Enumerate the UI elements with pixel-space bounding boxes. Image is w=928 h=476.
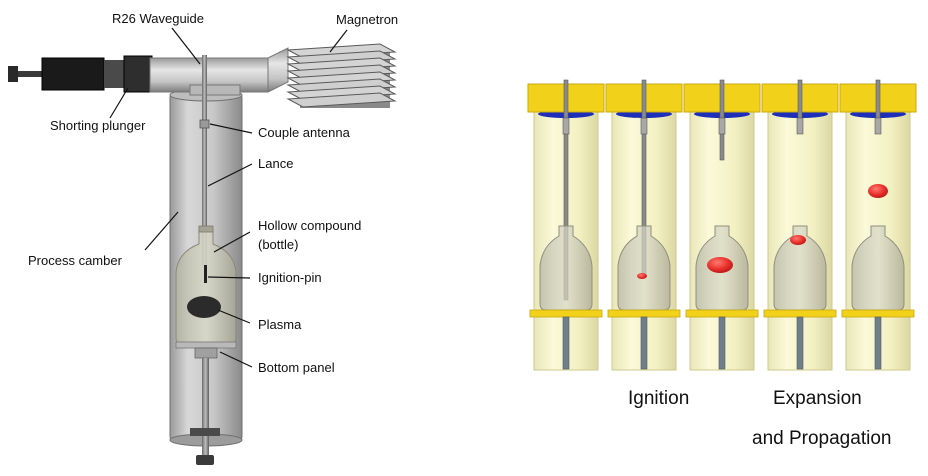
frame-bottom-rod <box>796 316 804 370</box>
frame-antenna <box>796 117 804 135</box>
apparatus-diagram: R26 Waveguide Magnetron Shorting plunger… <box>8 11 398 465</box>
magnetron <box>286 43 397 108</box>
frame-antenna <box>718 117 726 135</box>
frame-plasma <box>868 184 888 198</box>
frame-bottom-panel <box>529 309 603 318</box>
label-bottom-panel: Bottom panel <box>258 360 335 375</box>
frame-plasma <box>637 273 647 279</box>
waveguide <box>149 47 289 96</box>
frame-antenna <box>640 117 648 135</box>
label-couple-antenna: Couple antenna <box>258 125 351 140</box>
sequence-frame-1 <box>527 79 605 371</box>
lance <box>199 55 210 265</box>
label-magnetron: Magnetron <box>336 12 398 27</box>
label-leaders <box>109 27 348 368</box>
label-process-chamber: Process camber <box>28 253 123 268</box>
caption-expansion: Expansion <box>773 388 862 409</box>
label-ignition-pin: Ignition-pin <box>258 270 322 285</box>
frame-antenna <box>562 117 570 135</box>
sequence-frame-4 <box>761 79 839 371</box>
label-shorting-plunger: Shorting plunger <box>50 118 146 133</box>
frame-antenna <box>874 117 882 135</box>
sequence-frame-3 <box>683 79 761 371</box>
caption-ignition: Ignition <box>628 388 689 409</box>
frame-bottom-panel <box>607 309 681 318</box>
label-bottle: (bottle) <box>258 237 298 252</box>
frame-plasma <box>790 235 806 245</box>
shorting-plunger <box>8 55 153 93</box>
frame-bottom-rod <box>874 316 882 370</box>
frame-bottom-rod <box>718 316 726 370</box>
label-hollow-compound: Hollow compound <box>258 218 361 233</box>
label-plasma: Plasma <box>258 317 302 332</box>
caption-propagation: and Propagation <box>752 428 891 449</box>
bottom-rod <box>190 358 220 465</box>
label-waveguide: R26 Waveguide <box>112 11 204 26</box>
frame-bottom-rod <box>640 316 648 370</box>
frame-bottom-rod <box>562 316 570 370</box>
label-lance: Lance <box>258 156 293 171</box>
frame-bottom-panel <box>685 309 759 318</box>
sequence-frame-5 <box>839 79 917 371</box>
frame-bottom-panel <box>841 309 915 318</box>
frame-plasma <box>707 257 733 273</box>
plasma-sequence <box>527 79 917 371</box>
sequence-frame-2 <box>605 79 683 371</box>
plasma-blob <box>187 296 221 318</box>
frame-bottom-panel <box>763 309 837 318</box>
